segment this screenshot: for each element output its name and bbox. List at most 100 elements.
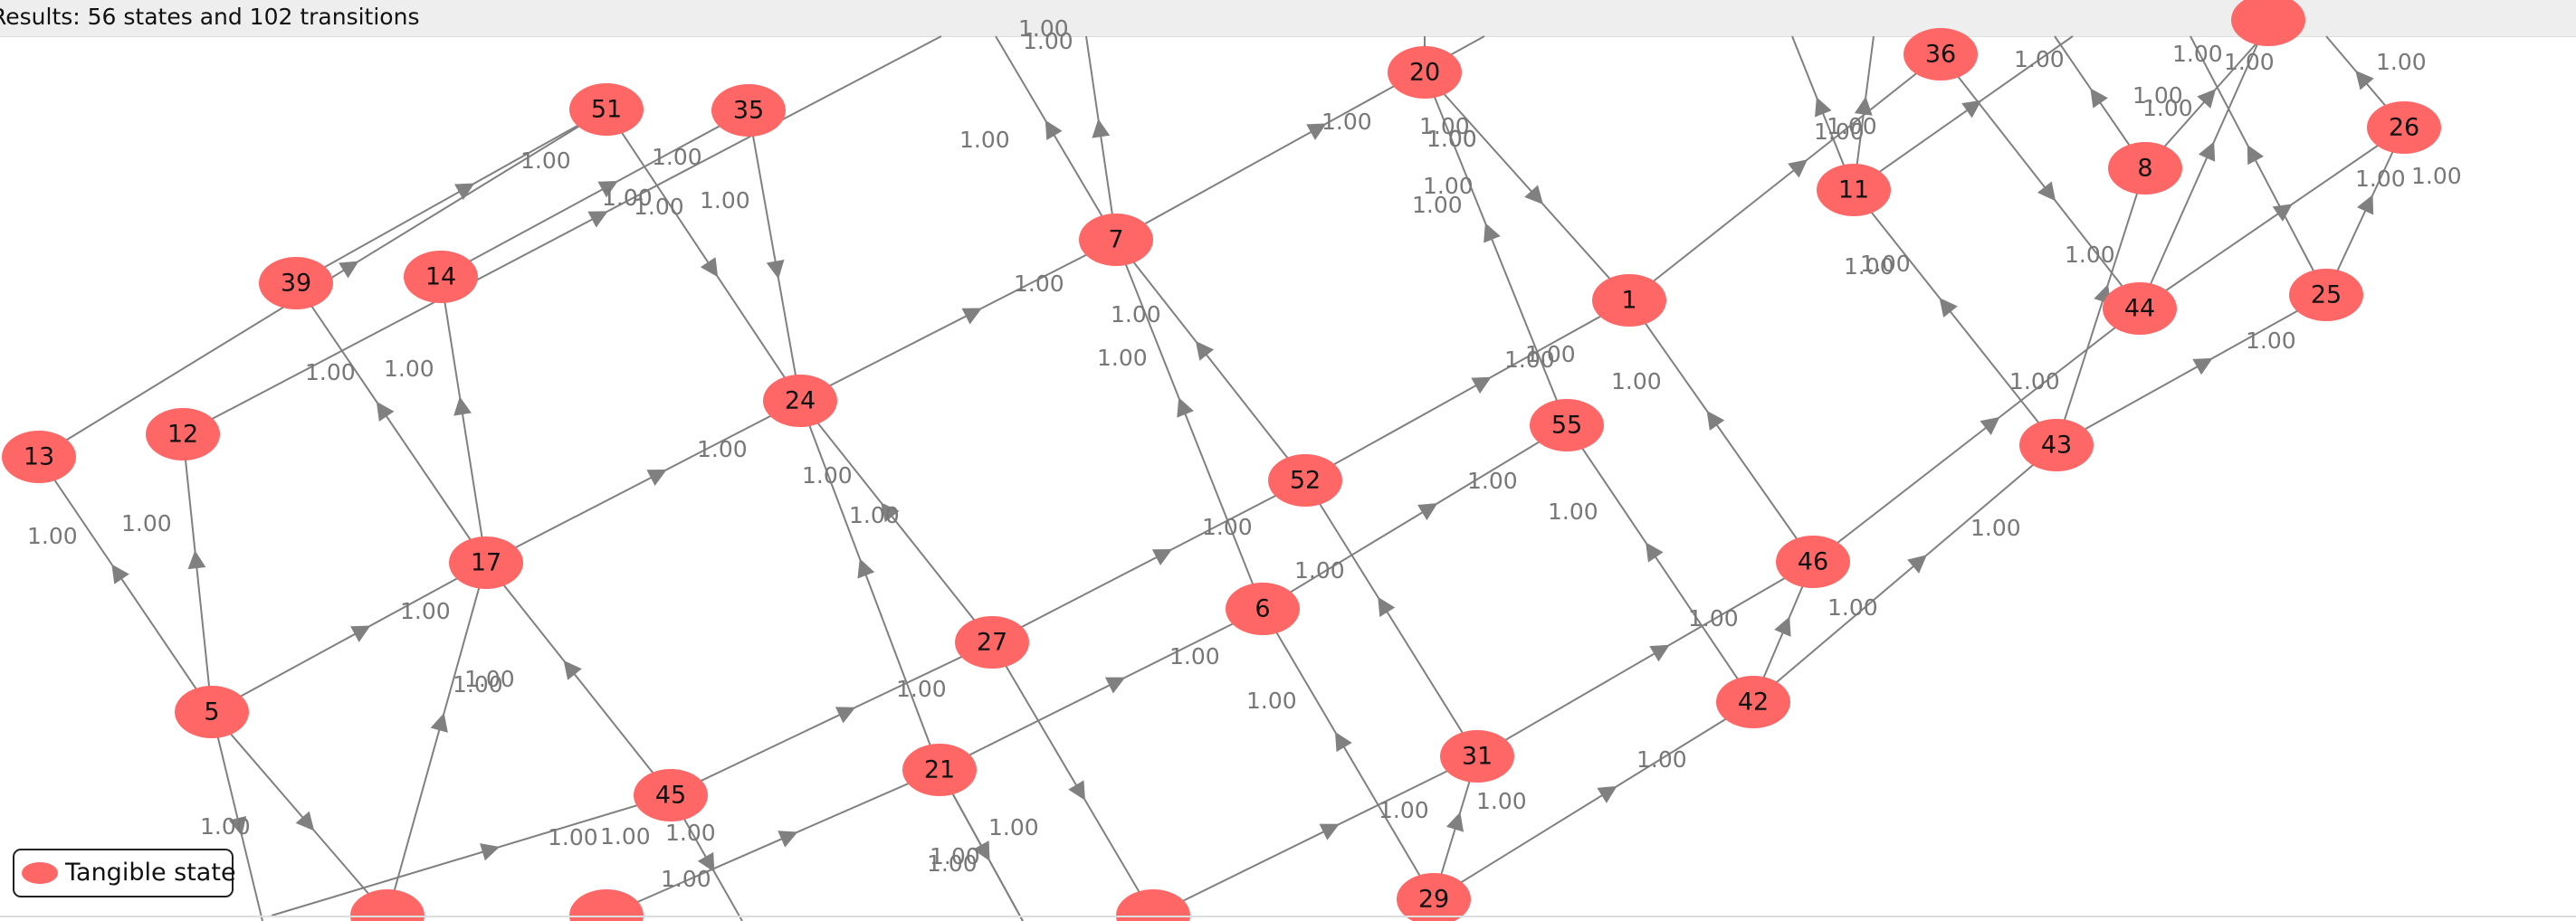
state-node[interactable]: 13 [2,431,76,483]
state-node[interactable]: 21 [902,744,977,796]
state-node[interactable]: 1 [1592,274,1666,327]
state-node-label: 44 [2124,295,2155,323]
transition-edge [271,794,672,916]
transition-rate-label: 1.00 [988,814,1039,840]
transition-arrowhead [1104,677,1126,694]
state-node-ellipse[interactable] [2367,101,2441,154]
transition-arrowhead [1068,780,1085,801]
state-node[interactable]: 35 [711,84,786,137]
state-node[interactable]: 12 [146,408,220,460]
state-node-ellipse[interactable] [449,536,523,589]
state-node-ellipse[interactable] [1817,164,1891,216]
transition-rate-label: 1.00 [600,823,651,850]
transition-rate-label: 1.00 [1688,605,1739,631]
transition-rate-label: 1.00 [2355,166,2406,192]
transition-rate-label: 1.00 [1476,788,1527,814]
transition-rate-label: 1.00 [1970,515,2021,541]
transition-edge [2190,35,2327,296]
state-node[interactable]: 55 [1530,399,1604,451]
state-node[interactable]: 39 [259,257,333,309]
state-node[interactable]: 8 [2108,142,2182,195]
state-node[interactable] [569,889,644,921]
state-node[interactable]: 17 [449,536,523,589]
state-node-ellipse[interactable] [1116,889,1190,921]
state-node[interactable]: 5 [175,686,249,738]
state-node[interactable]: 24 [763,375,837,427]
state-node-label: 14 [425,263,456,291]
state-node-ellipse[interactable] [146,408,220,460]
state-node[interactable]: 31 [1440,730,1514,783]
transition-rate-label: 1.00 [520,147,571,174]
state-node[interactable]: 52 [1268,454,1342,507]
state-node-ellipse[interactable] [763,375,837,427]
state-node-ellipse[interactable] [1592,274,1666,327]
state-node-ellipse[interactable] [1268,454,1342,507]
state-node[interactable]: 46 [1776,536,1850,588]
state-node-ellipse[interactable] [1716,676,1790,728]
transition-edge [2056,294,2327,446]
transition-rate-label: 1.00 [548,824,598,850]
transition-edge [1115,239,1306,481]
state-node-ellipse[interactable] [175,686,249,738]
state-node-ellipse[interactable] [2108,142,2182,195]
state-node-ellipse[interactable] [1530,399,1604,451]
state-node[interactable] [2231,0,2305,46]
state-node-label: 42 [1738,688,1769,717]
state-node-ellipse[interactable] [259,257,333,309]
transition-edge [1566,424,1754,703]
transition-edge [440,276,487,564]
state-node[interactable]: 29 [1397,873,1471,921]
state-node[interactable]: 7 [1079,214,1153,266]
state-node[interactable]: 26 [2367,101,2441,154]
transition-arrowhead [778,831,798,848]
state-node[interactable]: 6 [1226,583,1300,635]
state-node[interactable]: 14 [404,251,478,303]
state-node[interactable]: 45 [634,769,708,821]
state-node-ellipse[interactable] [1397,873,1471,921]
state-node-ellipse[interactable] [902,744,977,796]
state-node[interactable]: 43 [2019,419,2094,471]
state-node-label: 1 [1621,287,1636,315]
state-node-ellipse[interactable] [2,431,76,483]
state-node-ellipse[interactable] [2289,269,2363,321]
state-node[interactable] [350,889,425,921]
transition-rate-label: 1.00 [959,127,1010,153]
state-node[interactable]: 44 [2103,282,2177,335]
transition-rate-label: 1.00 [1202,514,1253,540]
state-node-ellipse[interactable] [2019,419,2094,471]
transition-edge [2325,127,2405,296]
state-node[interactable]: 11 [1817,164,1891,216]
transition-arrowhead [187,550,206,570]
state-node-ellipse[interactable] [1226,583,1300,635]
state-node-ellipse[interactable] [955,616,1029,669]
state-node[interactable]: 42 [1716,676,1790,728]
transition-rate-label: 1.00 [661,866,711,892]
state-node-ellipse[interactable] [569,83,644,136]
state-node[interactable]: 20 [1388,46,1462,99]
state-node-label: 55 [1551,412,1582,440]
transition-rate-label: 1.00 [2224,49,2275,75]
state-node-ellipse[interactable] [711,84,786,137]
state-node-ellipse[interactable] [1388,46,1462,99]
state-node-ellipse[interactable] [1776,536,1850,588]
state-node-ellipse[interactable] [2231,0,2305,46]
state-node-ellipse[interactable] [569,889,644,921]
state-node-ellipse[interactable] [350,889,425,921]
transition-rate-label: 1.00 [2009,368,2060,394]
state-node-ellipse[interactable] [1079,214,1153,266]
transition-arrowhead [2247,144,2265,166]
transition-edge [1476,561,1814,757]
state-node[interactable]: 36 [1903,28,1978,81]
transition-rate-label: 1.00 [652,144,702,170]
state-node[interactable] [1116,889,1190,921]
state-node[interactable]: 25 [2289,269,2363,321]
state-node[interactable]: 27 [955,616,1029,669]
state-node-ellipse[interactable] [634,769,708,821]
state-node-ellipse[interactable] [1440,730,1514,783]
state-node[interactable]: 51 [569,83,644,136]
state-node-label: 8 [2137,155,2152,183]
transition-rate-label: 1.00 [2376,49,2427,75]
state-node-ellipse[interactable] [1903,28,1978,81]
state-node-ellipse[interactable] [2103,282,2177,335]
state-node-ellipse[interactable] [404,251,478,303]
